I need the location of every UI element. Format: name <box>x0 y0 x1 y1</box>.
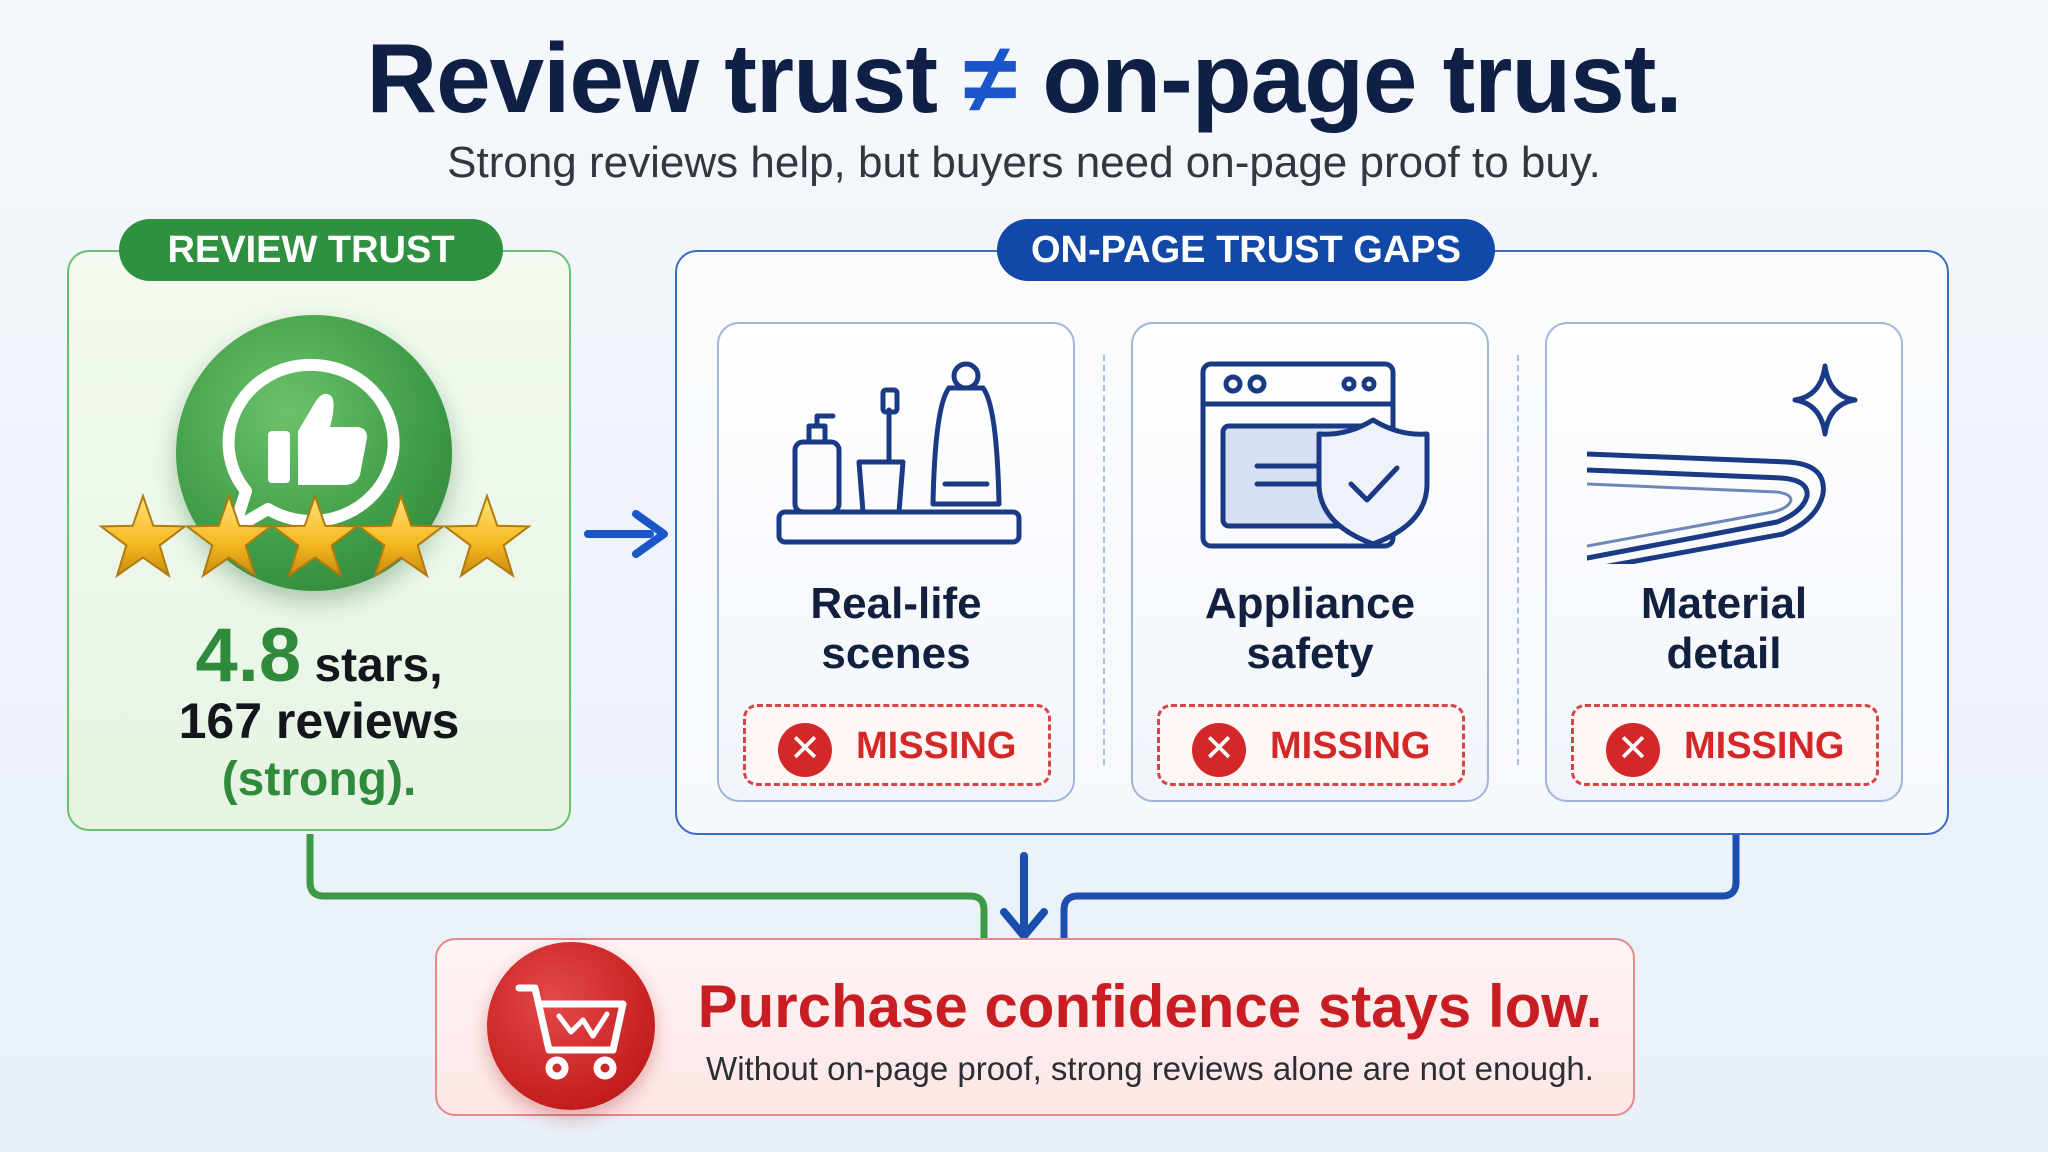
material-edge-sparkle-icon <box>1587 363 1858 564</box>
x-circle-icon: ✕ <box>1192 723 1246 777</box>
rating-value: 4.8 <box>195 613 302 698</box>
bathroom-shelf-icon <box>776 361 1022 545</box>
gap-card-material-detail: Material detail ✕ MISSING <box>1545 322 1903 802</box>
missing-text: MISSING <box>1270 725 1431 767</box>
x-circle-icon: ✕ <box>1606 723 1660 777</box>
page-subtitle: Strong reviews help, but buyers need on-… <box>447 138 1601 187</box>
gap-divider <box>1517 355 1519 765</box>
result-subtitle: Without on-page proof, strong reviews al… <box>706 1050 1594 1087</box>
review-strength: (strong). <box>221 753 417 806</box>
rating-line: 4.8 stars, <box>67 612 571 699</box>
review-count: 167 reviews <box>178 693 460 749</box>
five-star-rating-icon <box>98 492 532 579</box>
rating-suffix: stars, <box>314 639 443 692</box>
title-right: on-page trust. <box>1042 23 1682 133</box>
x-circle-icon: ✕ <box>778 723 832 777</box>
title-left: Review trust <box>366 23 938 133</box>
missing-badge: ✕ MISSING <box>1571 704 1879 786</box>
missing-text: MISSING <box>856 725 1017 767</box>
result-title: Purchase confidence stays low. <box>697 973 1603 1040</box>
not-equal-symbol: ≠ <box>963 23 1017 133</box>
shopping-cart-icon <box>487 942 655 1110</box>
gap-card-real-life-scenes: Real-life scenes ✕ MISSING <box>717 322 1075 802</box>
gap-label: Material detail <box>1640 579 1808 678</box>
gap-card-appliance-safety: Appliance safety ✕ MISSING <box>1131 322 1489 802</box>
gap-label: Real-life scenes <box>810 579 982 678</box>
missing-text: MISSING <box>1684 725 1845 767</box>
gap-divider <box>1103 355 1105 765</box>
on-page-trust-gaps-pill: ON-PAGE TRUST GAPS <box>997 219 1495 281</box>
green-connector <box>306 834 988 938</box>
page-title: Review trust ≠ on-page trust. <box>0 22 2048 135</box>
blue-connector <box>1060 834 1740 938</box>
review-trust-pill: REVIEW TRUST <box>119 219 503 281</box>
missing-badge: ✕ MISSING <box>1157 704 1465 786</box>
missing-badge: ✕ MISSING <box>743 704 1051 786</box>
oven-shield-icon <box>1200 361 1430 549</box>
gap-label: Appliance safety <box>1204 579 1416 678</box>
